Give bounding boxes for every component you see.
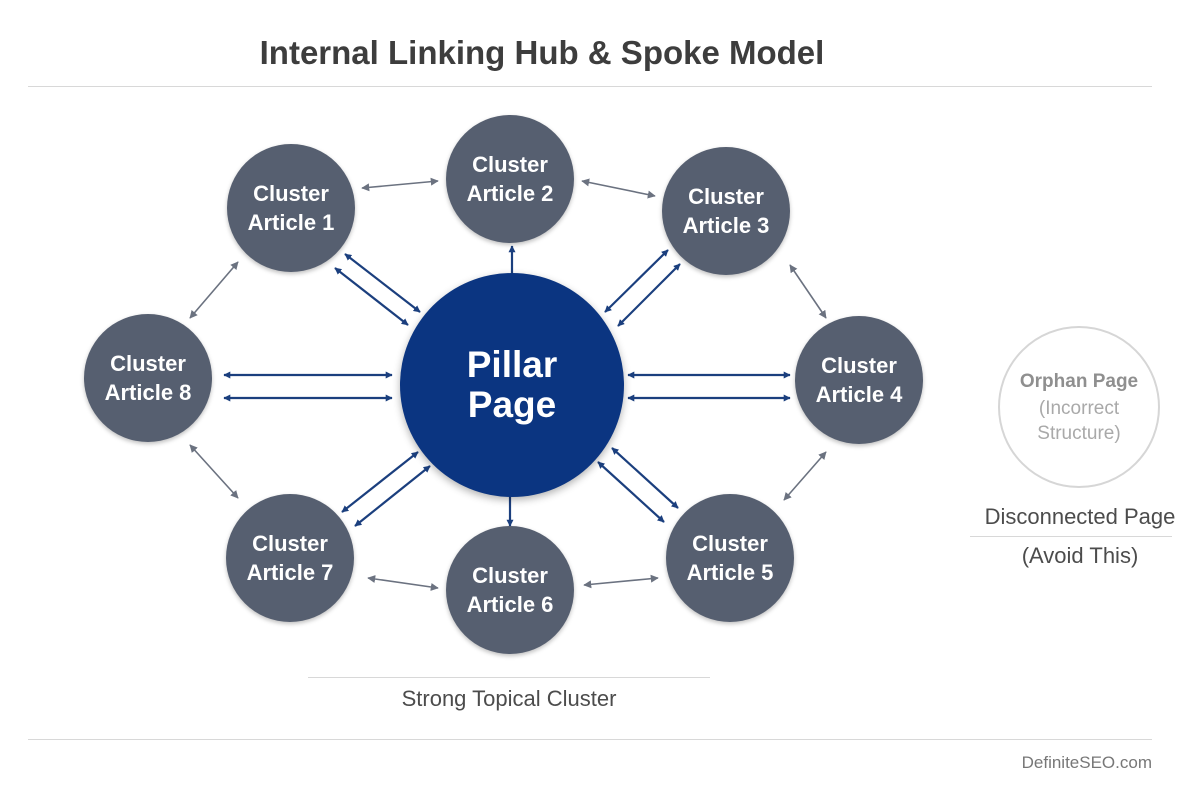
hub-link-7b bbox=[354, 465, 431, 527]
ring-link-8-1 bbox=[189, 261, 239, 319]
orphan-caption-divider bbox=[970, 536, 1172, 537]
ring-link-4-5 bbox=[783, 451, 827, 501]
ring-link-7-8 bbox=[189, 444, 239, 499]
cluster-article-8-node: Cluster Article 8 bbox=[84, 314, 212, 442]
ring-link-6-7 bbox=[367, 575, 439, 591]
cluster-caption-divider bbox=[308, 677, 710, 678]
ring-link-3-4 bbox=[789, 264, 827, 319]
cluster-label-line2: Article 1 bbox=[247, 210, 335, 235]
cluster-article-2-node: Cluster Article 2 bbox=[446, 115, 574, 243]
orphan-caption: Disconnected Page bbox=[984, 504, 1176, 529]
cluster-label-line2: Article 6 bbox=[466, 592, 554, 617]
cluster-label-line1: Cluster bbox=[110, 351, 186, 376]
cluster-label-line1: Cluster bbox=[253, 181, 329, 206]
orphan-page-node: Orphan Page (Incorrect Structure) bbox=[998, 326, 1160, 488]
site-credit: DefiniteSEO.com bbox=[1021, 753, 1152, 772]
cluster-article-7-node: Cluster Article 7 bbox=[226, 494, 354, 622]
cluster-label-line1: Cluster bbox=[472, 152, 548, 177]
cluster-label-line1: Cluster bbox=[821, 353, 897, 378]
cluster-label-line1: Cluster bbox=[692, 531, 768, 556]
hub-link-1a bbox=[344, 253, 421, 313]
pillar-label-line1: Pillar bbox=[466, 344, 558, 385]
cluster-article-3-node: Cluster Article 3 bbox=[662, 147, 790, 275]
pillar-label-line2: Page bbox=[467, 384, 557, 425]
diagram-title: Internal Linking Hub & Spoke Model bbox=[259, 34, 825, 71]
hub-link-1b bbox=[334, 267, 409, 326]
cluster-label-line2: Article 4 bbox=[815, 382, 903, 407]
orphan-subtitle-line2: Structure) bbox=[1037, 422, 1121, 444]
hub-link-5a bbox=[597, 461, 665, 523]
title-divider bbox=[28, 86, 1152, 87]
orphan-title: Orphan Page bbox=[1019, 370, 1139, 392]
cluster-article-6-node: Cluster Article 6 bbox=[446, 526, 574, 654]
orphan-subtitle-line1: (Incorrect bbox=[1038, 397, 1120, 419]
orphan-warning: (Avoid This) bbox=[1021, 543, 1139, 568]
cluster-article-4-node: Cluster Article 4 bbox=[795, 316, 923, 444]
cluster-caption: Strong Topical Cluster bbox=[401, 686, 617, 711]
cluster-article-1-node: Cluster Article 1 bbox=[227, 144, 355, 272]
ring-link-1-2 bbox=[361, 177, 439, 192]
hub-link-7a bbox=[341, 451, 419, 513]
hub-link-3a bbox=[604, 249, 669, 313]
cluster-label-line2: Article 5 bbox=[686, 560, 774, 585]
hub-link-3b bbox=[617, 263, 681, 327]
cluster-label-line2: Article 7 bbox=[246, 560, 334, 585]
cluster-label-line1: Cluster bbox=[472, 563, 548, 588]
footer-divider bbox=[28, 739, 1152, 740]
cluster-label-line1: Cluster bbox=[688, 184, 764, 209]
cluster-label-line2: Article 8 bbox=[104, 380, 192, 405]
ring-link-2-3 bbox=[581, 178, 656, 199]
pillar-page-node: Pillar Page bbox=[400, 273, 624, 497]
ring-link-5-6 bbox=[583, 574, 659, 589]
cluster-label-line2: Article 2 bbox=[466, 181, 554, 206]
cluster-label-line2: Article 3 bbox=[682, 213, 770, 238]
cluster-label-line1: Cluster bbox=[252, 531, 328, 556]
cluster-article-5-node: Cluster Article 5 bbox=[666, 494, 794, 622]
hub-link-5b bbox=[611, 447, 679, 509]
